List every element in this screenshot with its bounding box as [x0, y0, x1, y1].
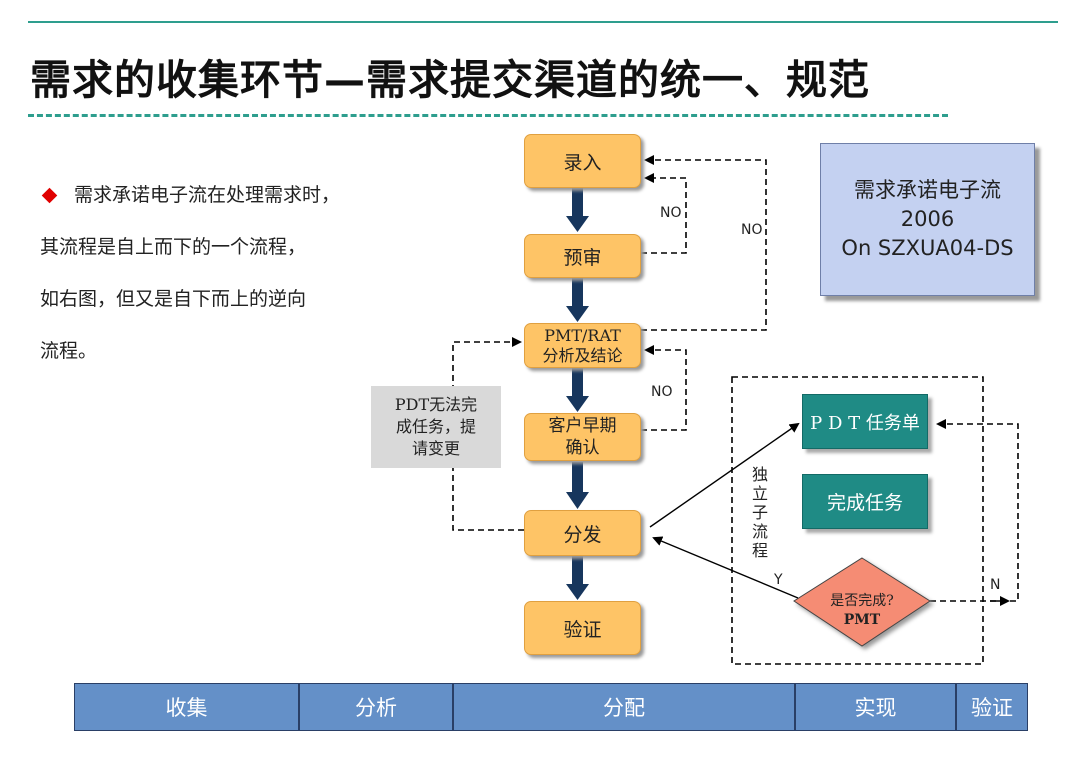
phase-label: 分配: [603, 696, 645, 720]
description-text: 需求承诺电子流在处理需求时， 其流程是自上而下的一个流程， 如右图，但又是自下而…: [40, 169, 392, 377]
decision-diamond: [793, 557, 931, 647]
loop-decision-no: [930, 419, 1019, 602]
complete-task-box: 完成任务: [802, 474, 928, 529]
change-note-line3: 请变更: [411, 439, 460, 458]
complete-task-label: 完成任务: [826, 492, 903, 514]
step-verify-label: 验证: [563, 618, 602, 641]
decision-text: 是否完成? PMT: [806, 588, 918, 634]
loop-analysis-to-input: [641, 155, 767, 331]
phase-label: 验证: [971, 696, 1013, 720]
phase-verify: 验证: [956, 683, 1028, 731]
phase-label: 实现: [854, 696, 897, 720]
title-underline: [28, 114, 948, 117]
no-label: NO: [651, 384, 673, 400]
decision-line1: 是否完成?: [830, 593, 894, 609]
phase-label: 收集: [165, 696, 208, 720]
step-analysis-line1: PMT/RAT: [544, 325, 621, 345]
top-rule: [28, 21, 1058, 23]
change-note-line2: 成任务，提: [395, 417, 476, 436]
decision-yes-arrow: [652, 536, 799, 599]
system-year: 2006: [900, 207, 955, 231]
decision-line2: PMT: [843, 612, 881, 628]
step-analysis: PMT/RAT 分析及结论: [524, 323, 641, 368]
phase-implement: 实现: [795, 683, 956, 731]
step-analysis-line2: 分析及结论: [542, 345, 623, 365]
no-label: NO: [660, 205, 682, 221]
yes-label: Y: [774, 572, 783, 588]
change-note-line1: PDT无法完: [394, 395, 478, 414]
phase-collect: 收集: [74, 683, 299, 731]
step-dispatch: 分发: [524, 510, 641, 556]
subflow-frame: [731, 376, 984, 665]
description-line: 需求承诺电子流在处理需求时，: [74, 184, 341, 206]
change-request-note: PDT无法完 成任务，提 请变更: [371, 386, 501, 468]
phase-analyze: 分析: [299, 683, 453, 731]
phase-label: 分析: [355, 696, 397, 720]
system-info-box: 需求承诺电子流 2006 On SZXUA04-DS: [820, 143, 1035, 296]
step-confirm-line1: 客户早期: [548, 416, 617, 436]
loop-confirm-to-analysis: [641, 345, 687, 431]
dispatch-to-task-arrow: [649, 422, 800, 528]
no-label: NO: [741, 222, 763, 238]
step-dispatch-label: 分发: [563, 523, 602, 546]
n-label: N: [990, 577, 1001, 593]
system-name: 需求承诺电子流: [854, 178, 1001, 202]
system-server: On SZXUA04-DS: [841, 236, 1014, 260]
phase-allocate: 分配: [453, 683, 795, 731]
page-title: 需求的收集环节—需求提交渠道的统一、规范: [30, 56, 870, 104]
step-verify: 验证: [524, 601, 641, 655]
step-prereview-label: 预审: [563, 246, 602, 269]
description-line: 其流程是自上而下的一个流程，: [40, 236, 307, 258]
step-input-label: 录入: [563, 151, 602, 174]
task-sheet-box: P D T 任务单: [802, 394, 928, 449]
loop-prereview-to-input: [641, 173, 687, 254]
description-line: 流程。: [40, 340, 98, 362]
step-prereview: 预审: [524, 234, 641, 278]
task-sheet-label: P D T 任务单: [810, 412, 920, 434]
main-flow-arrows: [566, 188, 589, 600]
step-input: 录入: [524, 134, 641, 188]
description-line: 如右图，但又是自下而上的逆向: [40, 288, 307, 310]
step-customer-confirm: 客户早期 确认: [524, 413, 641, 461]
step-confirm-line2: 确认: [565, 438, 600, 458]
phase-bar: 收集 分析 分配 实现 验证: [74, 683, 1028, 731]
subflow-label: 独立子流程: [751, 465, 768, 560]
